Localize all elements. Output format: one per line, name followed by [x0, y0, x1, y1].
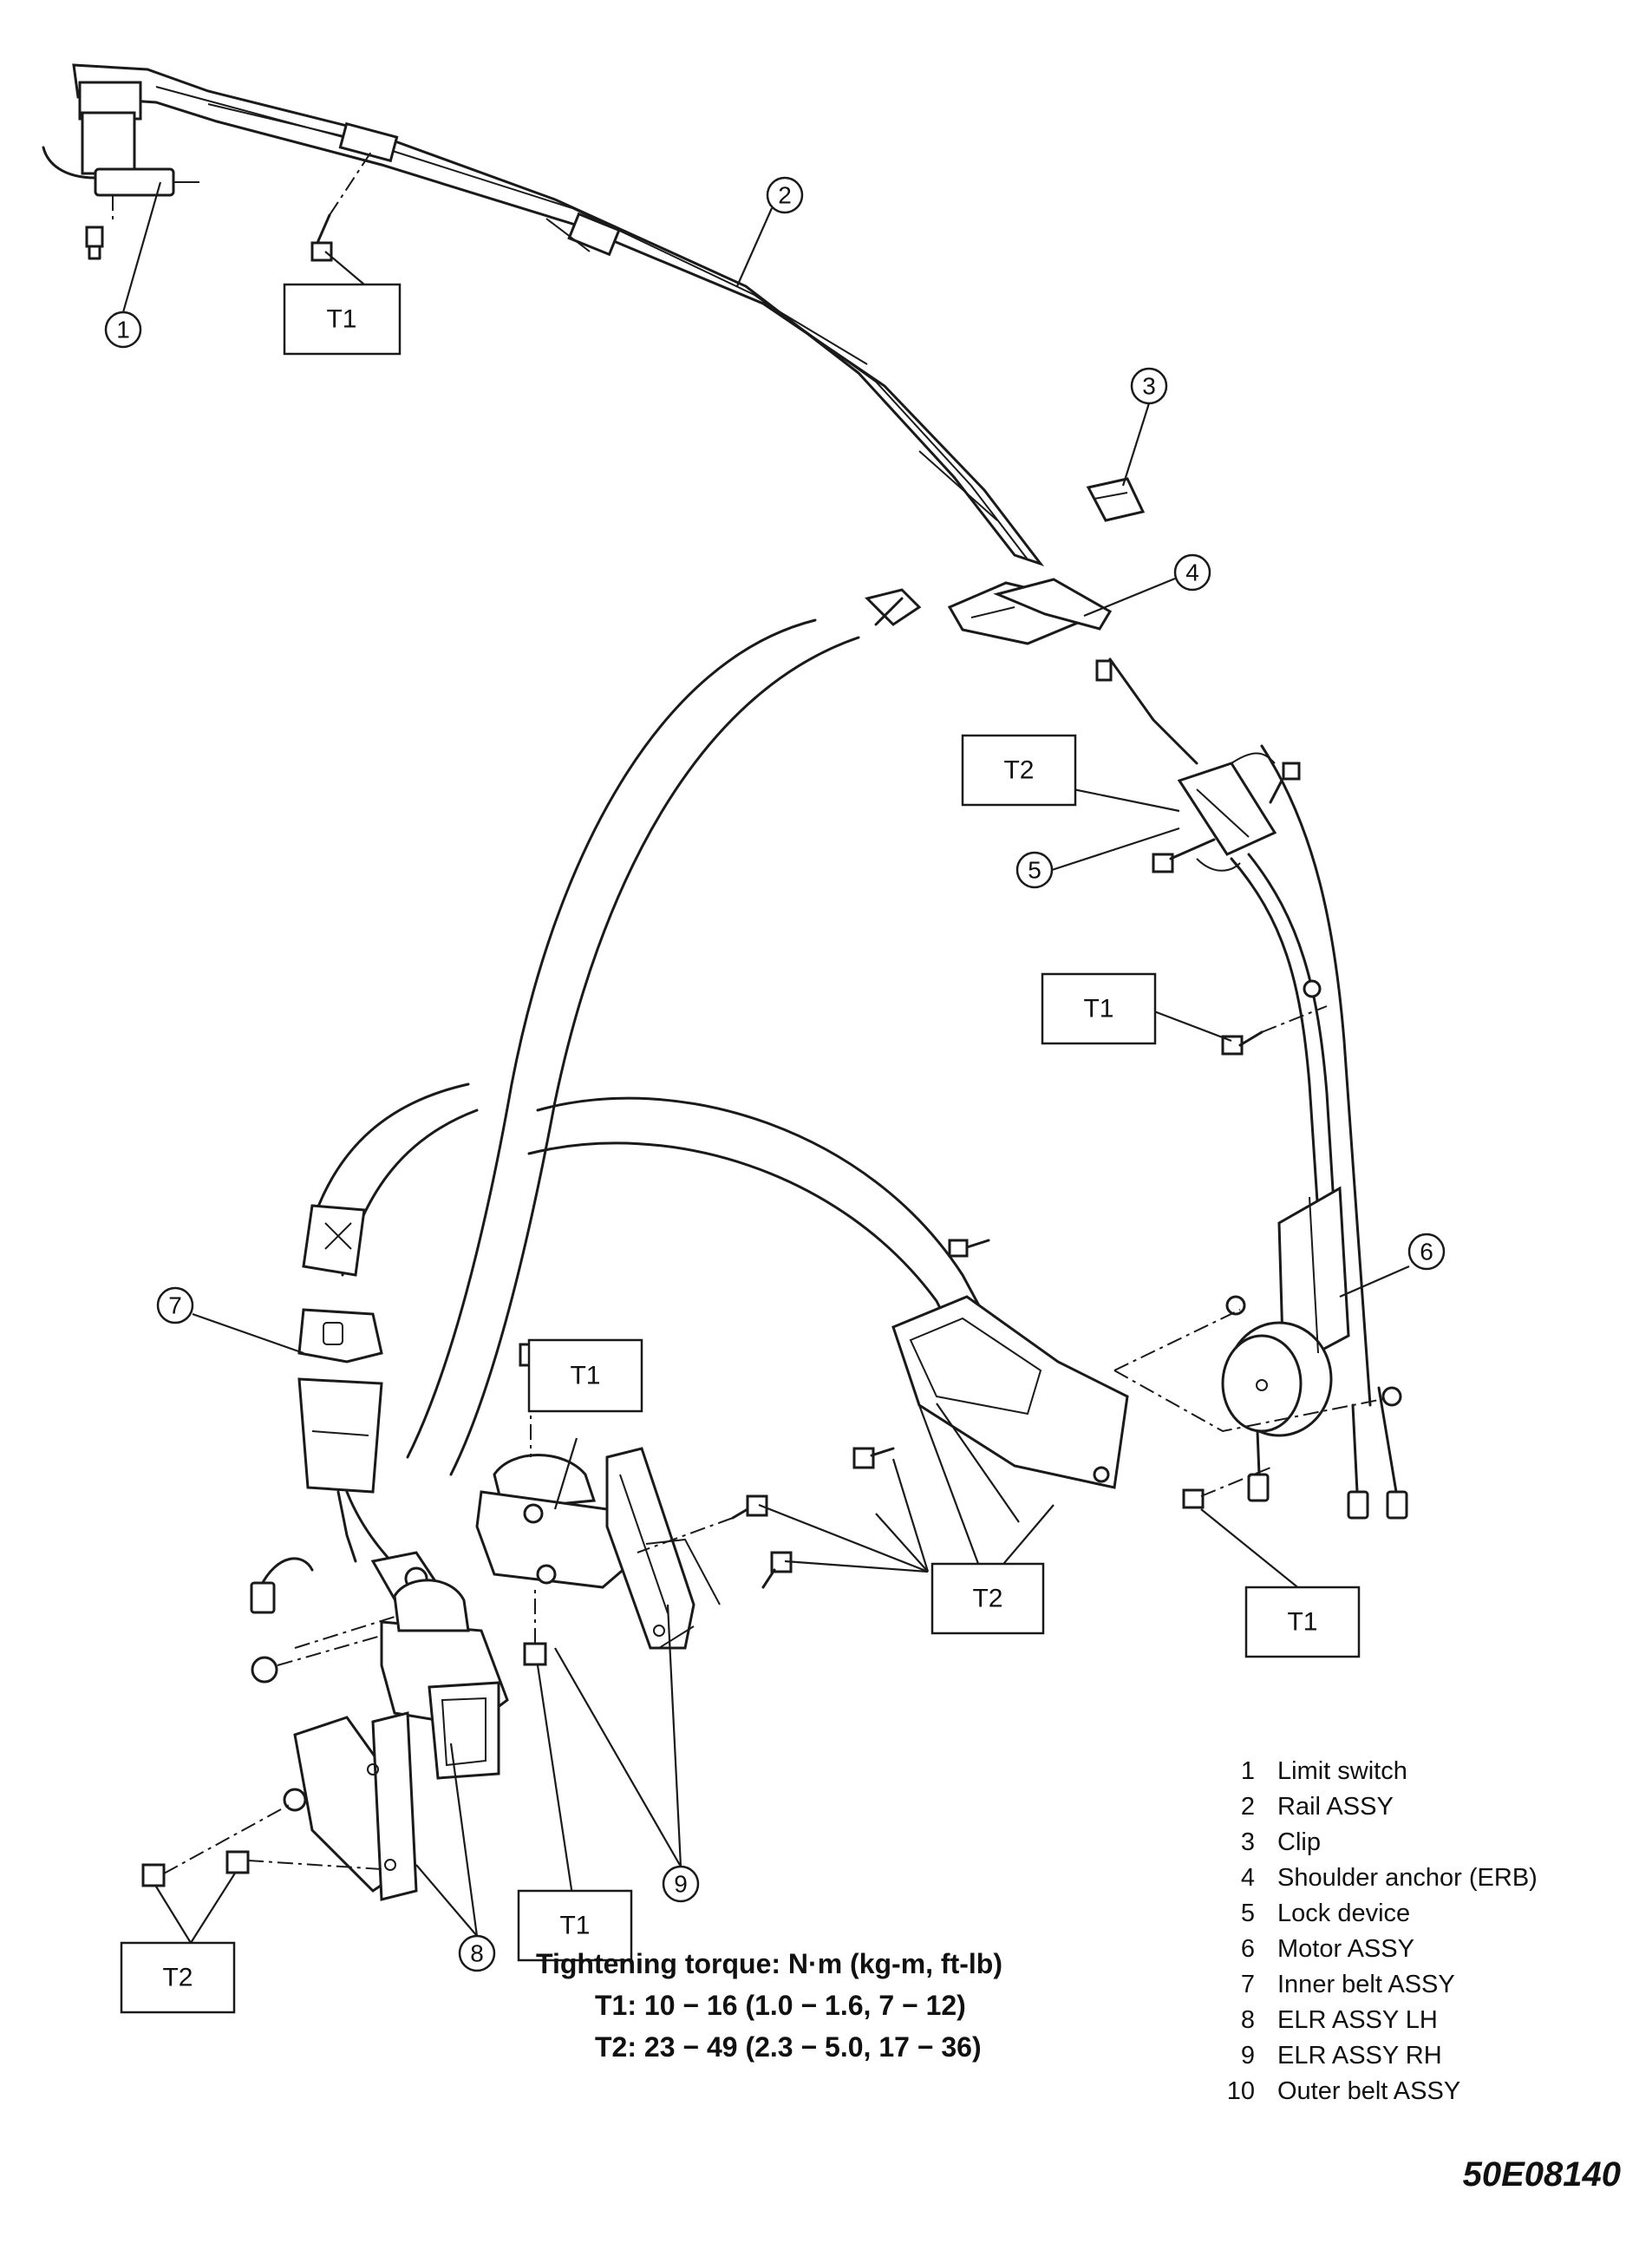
- torque-box-t1-bottom-label: T1: [559, 1912, 590, 1940]
- legend-row: 9 ELR ASSY RH: [1210, 2038, 1626, 2074]
- legend-label: Lock device: [1277, 1900, 1411, 1927]
- callout-7: 7: [156, 1286, 194, 1324]
- legend-label: Limit switch: [1277, 1757, 1407, 1785]
- callout-8-number: 8: [470, 1940, 484, 1967]
- legend-number: 5: [1240, 1900, 1255, 1927]
- callout-1: 1: [104, 311, 142, 349]
- legend-label: Motor ASSY: [1277, 1935, 1414, 1963]
- callout-4: 4: [1173, 553, 1211, 592]
- outer-belt-bracket-drawing: [852, 1295, 1129, 1489]
- torque-box-t1-right-label: T1: [1287, 1608, 1317, 1637]
- elr-assy-lh-drawing: [141, 1551, 509, 1901]
- callout-8: 8: [458, 1934, 496, 1972]
- legend-label: Inner belt ASSY: [1277, 1971, 1455, 1998]
- legend-row: 2 Rail ASSY: [1210, 1789, 1626, 1825]
- torque-box-t1-motor-label: T1: [1083, 995, 1113, 1023]
- clip-drawing: [1086, 477, 1146, 522]
- torque-box-t1-right: T1: [1244, 1586, 1361, 1658]
- legend-row: 4 Shoulder anchor (ERB): [1210, 1860, 1626, 1896]
- torque-heading: Tightening torque: N·m (kg-m, ft-lb): [536, 1948, 1002, 1979]
- shoulder-anchor-drawing: [865, 578, 1113, 645]
- torque-box-t1-center-top: T1: [527, 1338, 643, 1413]
- legend-label: ELR ASSY RH: [1277, 2042, 1442, 2070]
- legend-number: 6: [1240, 1935, 1255, 1963]
- lock-device-drawing: [1095, 657, 1372, 1407]
- legend-row: 6 Motor ASSY: [1210, 1932, 1626, 1967]
- limit-switch-drawing: [42, 146, 199, 260]
- torque-box-t2-center: T2: [930, 1562, 1045, 1635]
- torque-box-t2-lock-label: T2: [1003, 756, 1034, 785]
- rail-assy-drawing: [72, 63, 1045, 566]
- inner-belt-assy-drawing: [297, 1082, 479, 1589]
- torque-box-t1-center-top-label: T1: [570, 1362, 600, 1390]
- callout-9-number: 9: [674, 1871, 688, 1898]
- legend-row: 3 Clip: [1210, 1825, 1626, 1860]
- leader-lines: [121, 181, 1410, 1944]
- legend-number: 4: [1240, 1864, 1255, 1892]
- torque-box-t1-motor: T1: [1041, 972, 1157, 1045]
- legend-number: 3: [1240, 1828, 1255, 1856]
- cable-clamp-bolt-drawing: [1221, 979, 1328, 1056]
- callout-6-number: 6: [1420, 1239, 1433, 1265]
- torque-box-t1-bottom: T1: [517, 1889, 633, 1962]
- legend-row: 10 Outer belt ASSY: [1210, 2074, 1626, 2109]
- legend-row: 1 Limit switch: [1210, 1754, 1626, 1789]
- legend-row: 8 ELR ASSY LH: [1210, 2003, 1626, 2038]
- legend-label: ELR ASSY LH: [1277, 2006, 1438, 2034]
- legend-number: 10: [1226, 2077, 1255, 2105]
- legend-number: 9: [1240, 2042, 1255, 2070]
- callout-5-number: 5: [1028, 857, 1041, 884]
- belt-webbing-drawing: [406, 597, 1025, 1476]
- motor-assy-drawing: [948, 1186, 1408, 1520]
- torque-box-t1-rail-label: T1: [326, 305, 356, 334]
- torque-t2-spec: T2: 23 − 49 (2.3 − 5.0, 17 − 36): [595, 2031, 982, 2063]
- legend-row: 5 Lock device: [1210, 1896, 1626, 1932]
- torque-box-t2-bottom-left-label: T2: [162, 1964, 193, 1992]
- torque-box-t2-bottom-left: T2: [120, 1941, 236, 2014]
- callout-7-number: 7: [168, 1292, 182, 1319]
- torque-box-t1-rail: T1: [283, 283, 402, 356]
- torque-box-t2-lock: T2: [961, 734, 1077, 807]
- legend-number: 7: [1240, 1971, 1255, 1998]
- parts-legend: 1 Limit switch 2 Rail ASSY 3 Clip 4 Shoulder…: [1210, 1754, 1626, 2109]
- legend-label: Outer belt ASSY: [1277, 2077, 1461, 2105]
- callout-3-number: 3: [1142, 373, 1156, 400]
- tightening-torque-spec: Tightening torque: N·m (kg-m, ft-lb) T1:…: [536, 1943, 1178, 2068]
- legend-label: Clip: [1277, 1828, 1321, 1856]
- legend-number: 8: [1240, 2006, 1255, 2034]
- callout-4-number: 4: [1185, 559, 1199, 586]
- callout-1-number: 1: [116, 317, 130, 343]
- legend-row: 7 Inner belt ASSY: [1210, 1967, 1626, 2003]
- callout-6: 6: [1407, 1233, 1446, 1271]
- callout-2: 2: [766, 176, 804, 214]
- torque-box-t2-center-label: T2: [972, 1585, 1002, 1613]
- callout-2-number: 2: [778, 182, 792, 209]
- callout-3: 3: [1130, 367, 1168, 405]
- legend-number: 2: [1240, 1793, 1255, 1821]
- legend-number: 1: [1240, 1757, 1255, 1785]
- figure-code: 50E08140: [1462, 2155, 1621, 2194]
- legend-label: Rail ASSY: [1277, 1793, 1394, 1821]
- legend-label: Shoulder anchor (ERB): [1277, 1864, 1538, 1892]
- callout-9: 9: [662, 1865, 700, 1903]
- rail-bolt-drawing: [310, 148, 374, 262]
- torque-t1-spec: T1: 10 − 16 (1.0 − 1.6, 7 − 12): [595, 1990, 966, 2021]
- callout-5: 5: [1015, 851, 1054, 889]
